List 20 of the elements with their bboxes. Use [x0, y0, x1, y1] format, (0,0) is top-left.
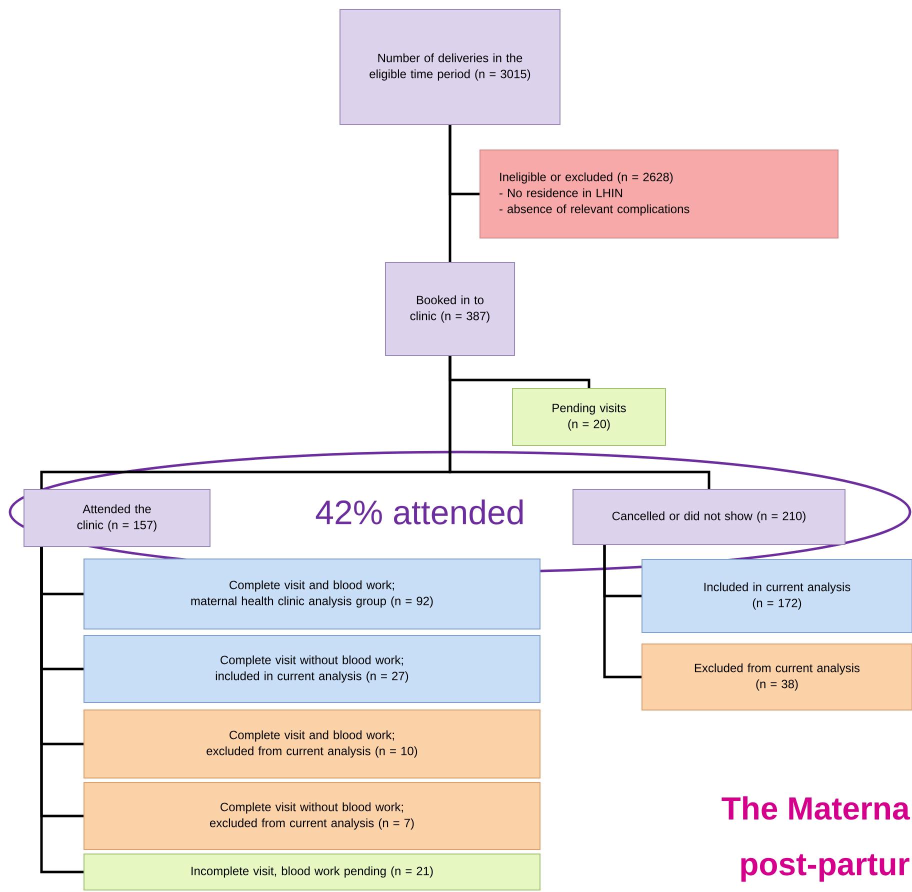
included-box: Included in current analysis (n = 172) — [642, 559, 912, 633]
excluded-box: Excluded from current analysis (n = 38) — [642, 644, 912, 710]
pending-box: Incomplete visit, blood work pending (n = 21) — [84, 854, 540, 890]
connector-line — [40, 547, 84, 874]
exclusion-box: Ineligible or excluded (n = 2628) - No residence in LHIN - absence of relevant complications — [480, 150, 838, 238]
excluded-box: Complete visit and blood work; excluded from current analysis (n = 10) — [84, 710, 540, 778]
title-text: The Materna — [722, 796, 910, 820]
connector-line — [603, 545, 642, 678]
title-text: post-partur — [741, 854, 910, 882]
excluded-box: Complete visit without blood work; excluded from current analysis (n = 7) — [84, 782, 540, 850]
process-box: Attended the clinic (n = 157) — [24, 489, 210, 547]
included-box: Complete visit and blood work; maternal health clinic analysis group (n = 92) — [84, 558, 540, 630]
process-box: Cancelled or did not show (n = 210) — [572, 489, 846, 545]
connector-line — [448, 356, 710, 489]
pending-box: Pending visits (n = 20) — [512, 388, 666, 446]
process-box: Number of deliveries in the eligible time period (n = 3015) — [340, 9, 560, 125]
connector-line — [448, 125, 452, 262]
included-box: Complete visit without blood work; included in current analysis (n = 27) — [84, 635, 540, 703]
annotation-text: 42% attended — [316, 500, 523, 524]
process-box: Booked in to clinic (n = 387) — [385, 262, 515, 356]
